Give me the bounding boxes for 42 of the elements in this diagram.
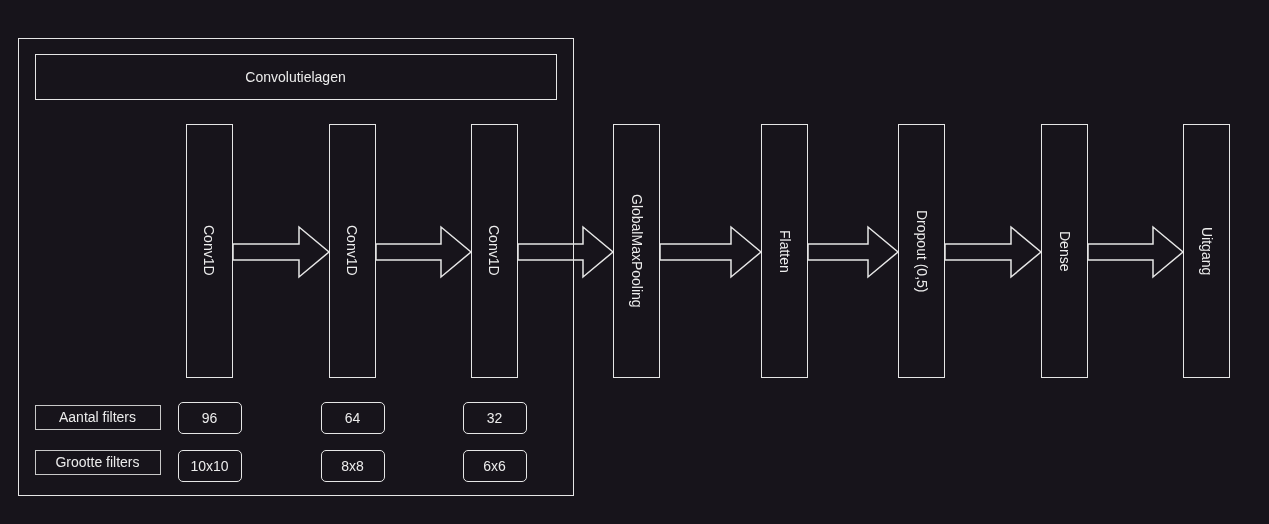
block-arrow: [232, 225, 331, 279]
value-box: [320, 449, 385, 482]
layer-label: Dense: [1057, 230, 1072, 272]
title-box: [34, 53, 557, 100]
row-label: Aantal filters: [58, 409, 136, 425]
layer-box: [1041, 124, 1088, 378]
value-label: 8x8: [341, 457, 364, 474]
layer-label: Conv1D: [201, 225, 217, 276]
value-label: 6x6: [483, 457, 506, 474]
row-label: Grootte filters: [55, 454, 140, 470]
block-arrow: [375, 225, 473, 279]
value-label: 10x10: [190, 457, 229, 474]
layer-box: [613, 124, 660, 378]
layer-label: Conv1D: [344, 225, 360, 276]
layer-box: [470, 123, 518, 378]
layer-label: Conv1D: [486, 225, 502, 276]
block-arrow: [807, 225, 900, 279]
layer-box: [185, 123, 233, 378]
value-box: [177, 449, 242, 482]
block-arrow: [517, 225, 615, 279]
group-frame: [18, 38, 574, 496]
layer-label: Dropout (0,5): [914, 209, 929, 293]
value-box: [462, 449, 527, 482]
block-arrow: [1087, 225, 1185, 279]
block-arrow: [659, 225, 763, 279]
value-label: 96: [201, 409, 218, 426]
layer-label: GlobalMaxPooling: [629, 194, 644, 308]
block-arrow: [944, 225, 1043, 279]
layer-box: [1183, 124, 1230, 378]
value-box: [320, 401, 385, 434]
value-box: [462, 401, 527, 434]
value-label: 32: [486, 409, 503, 426]
row-label-box: [34, 449, 161, 475]
layer-box: [898, 124, 945, 378]
layer-label: Flatten: [777, 229, 792, 273]
layer-box: [328, 123, 376, 378]
value-label: 64: [344, 409, 361, 426]
layer-label: Uitgang: [1199, 226, 1214, 276]
row-label-box: [34, 404, 161, 430]
value-box: [177, 401, 242, 434]
layer-box: [761, 124, 808, 378]
section-title: Convolutielagen: [245, 68, 346, 85]
